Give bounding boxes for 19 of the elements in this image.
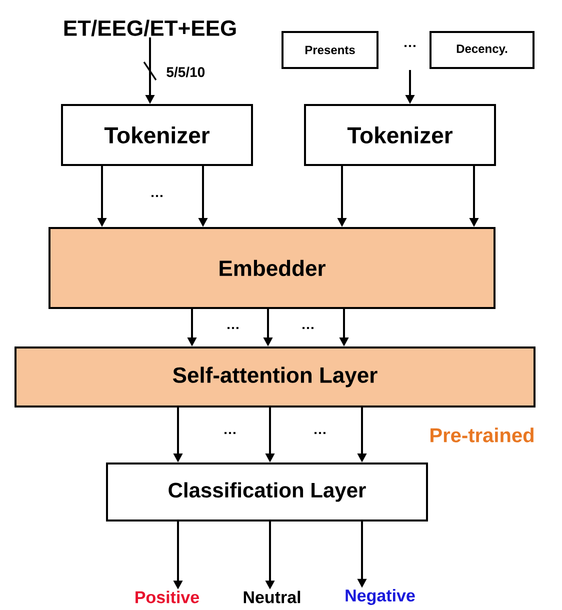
ellipsis: …: [152, 194, 162, 198]
text-label: Positive: [136, 590, 200, 604]
ellipsis: …: [228, 326, 238, 330]
text-label: ET/EEG/ET+EEG: [64, 20, 236, 36]
ellipsis: …: [302, 326, 314, 330]
text-label: Pre-trained: [430, 428, 534, 442]
word-box: Decency.: [430, 31, 534, 69]
text-label: Negative: [346, 589, 415, 605]
ellipsis: …: [224, 432, 236, 434]
text-label: Neutral: [244, 590, 300, 604]
edge-label: 5/5/10: [165, 66, 206, 78]
layer-box: Embedder: [48, 227, 496, 309]
ellipsis: …: [314, 432, 326, 434]
word-box: Presents: [282, 31, 378, 69]
layer-box: Self-attention Layer: [14, 346, 536, 408]
process-box: Tokenizer: [304, 104, 496, 166]
process-box: Classification Layer: [106, 462, 428, 522]
process-box: Tokenizer: [61, 104, 253, 166]
ellipsis: …: [404, 44, 416, 48]
